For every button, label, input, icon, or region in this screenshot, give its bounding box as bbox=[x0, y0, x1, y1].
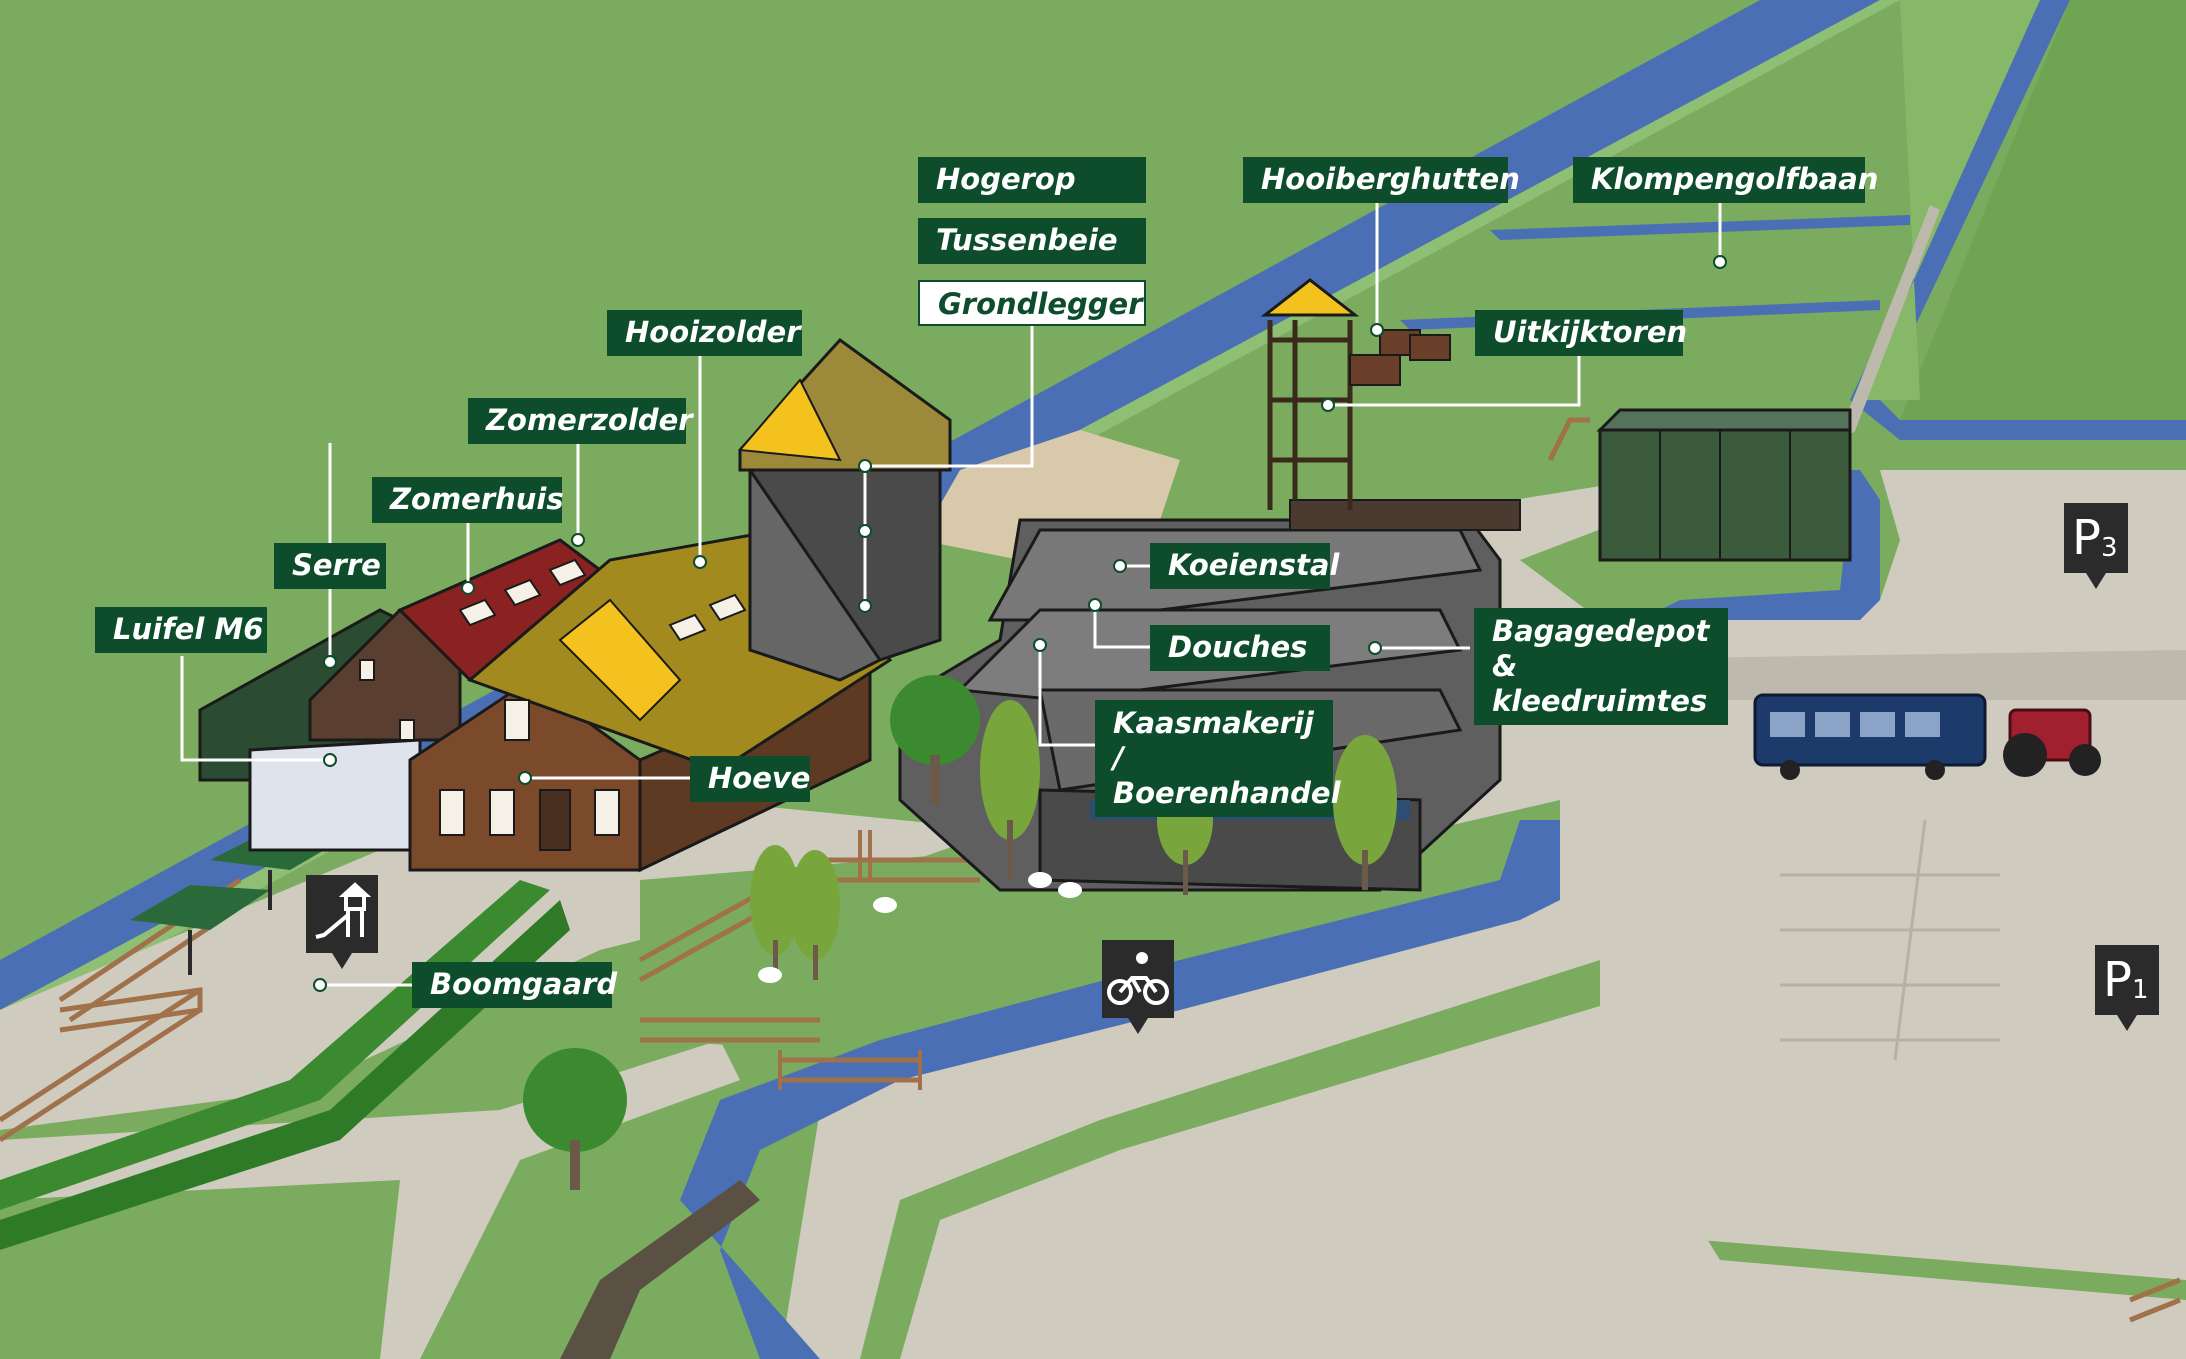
label-klompengolfbaan[interactable]: Klompengolfbaan bbox=[1573, 157, 1878, 203]
label-boomgaard[interactable]: Boomgaard bbox=[412, 962, 617, 1008]
parking-p1-number: 1 bbox=[2131, 975, 2149, 1005]
lookout-tower bbox=[1260, 278, 1590, 510]
greenhouse bbox=[1596, 408, 1852, 562]
label-koeienstal[interactable]: Koeienstal bbox=[1150, 543, 1339, 589]
farmhouse bbox=[198, 337, 952, 873]
parking-p3-number: 3 bbox=[2100, 533, 2118, 563]
bus-tractor bbox=[1753, 693, 2101, 780]
cyclist-marker[interactable] bbox=[1102, 940, 1174, 1034]
parking-p1-marker[interactable]: P1 bbox=[2095, 945, 2159, 1031]
cyclist-icon bbox=[1107, 952, 1169, 1005]
label-luifel-m6[interactable]: Luifel M6 bbox=[95, 607, 267, 653]
label-bagagedepot-line1: Bagagedepot bbox=[1492, 614, 1710, 648]
playground-marker[interactable] bbox=[306, 875, 378, 969]
label-kaasmakerij[interactable]: Kaasmakerij / Boerenhandel bbox=[1095, 700, 1341, 817]
label-bagagedepot-line2: & kleedruimtes bbox=[1492, 649, 1708, 718]
goats bbox=[758, 872, 1082, 983]
playground-icon bbox=[315, 882, 372, 939]
parking-p3-letter: P bbox=[2072, 510, 2101, 566]
label-zomerhuis[interactable]: Zomerhuis bbox=[372, 477, 564, 523]
label-serre[interactable]: Serre bbox=[274, 543, 386, 589]
label-uitkijktoren[interactable]: Uitkijktoren bbox=[1475, 310, 1687, 356]
parking-p3-marker[interactable]: P3 bbox=[2064, 503, 2128, 589]
parking-p1-letter: P bbox=[2103, 952, 2132, 1008]
label-hogerop[interactable]: Hogerop bbox=[918, 157, 1146, 203]
label-hoeve[interactable]: Hoeve bbox=[690, 756, 810, 802]
label-bagagedepot[interactable]: Bagagedepot & kleedruimtes bbox=[1474, 608, 1728, 725]
lower-canal bbox=[680, 820, 1560, 1359]
label-douches[interactable]: Douches bbox=[1150, 625, 1330, 671]
label-hooizolder[interactable]: Hooizolder bbox=[607, 310, 802, 356]
label-tussenbeie[interactable]: Tussenbeie bbox=[918, 218, 1146, 264]
trees bbox=[523, 675, 1397, 1190]
label-zomerzolder[interactable]: Zomerzolder bbox=[468, 398, 693, 444]
label-hooiberghutten[interactable]: Hooiberghutten bbox=[1243, 157, 1520, 203]
hedge bbox=[0, 880, 550, 1210]
label-kaasmakerij-line2: Boerenhandel bbox=[1113, 776, 1341, 810]
label-kaasmakerij-line1: Kaasmakerij / bbox=[1113, 706, 1314, 775]
label-grondlegger[interactable]: Grondlegger bbox=[918, 280, 1146, 326]
